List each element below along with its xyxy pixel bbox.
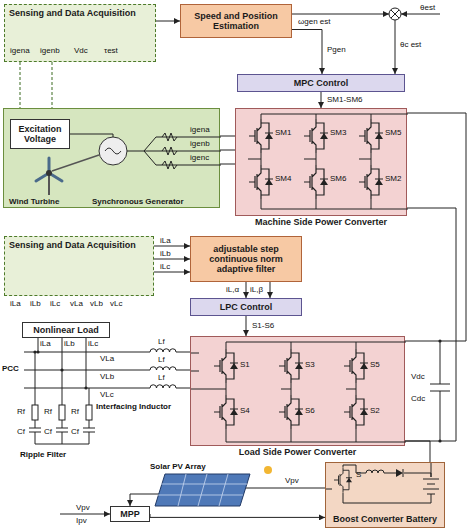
signal-label: θc est bbox=[400, 40, 421, 49]
converter-block: Load Side Power Converter bbox=[190, 336, 405, 446]
signal-label: Vpv bbox=[285, 476, 299, 485]
node-text: Nonlinear Load bbox=[33, 325, 99, 335]
signal-label: θest bbox=[420, 3, 435, 12]
connector bbox=[405, 113, 466, 341]
connector bbox=[154, 259, 190, 260]
node-text: Boost Converter Battery bbox=[333, 514, 437, 524]
signal-label: vLb bbox=[90, 299, 103, 308]
igbt-bridge-drawing bbox=[191, 337, 406, 447]
edge-label: SM1-SM6 bbox=[326, 95, 364, 104]
node-text: Speed and Position Estimation bbox=[184, 11, 288, 31]
signal-label: iLa bbox=[40, 339, 51, 348]
connector bbox=[246, 316, 247, 336]
switch-label: SM2 bbox=[385, 174, 401, 183]
signal-label: igenc bbox=[190, 153, 209, 162]
mpp-box: MPP bbox=[110, 506, 150, 522]
signal-label: Vdc bbox=[411, 372, 425, 381]
point-label: PCC bbox=[2, 364, 19, 373]
switch-label: S2 bbox=[370, 406, 380, 415]
switch-label: S1 bbox=[240, 360, 250, 369]
filter-box: adjustable step continuous norm adaptive… bbox=[190, 236, 302, 282]
component-label: Cf bbox=[71, 427, 79, 436]
signal-label: Ipv bbox=[76, 516, 87, 525]
component-label: Cdc bbox=[411, 394, 425, 403]
signal-label: igena bbox=[10, 46, 30, 55]
signal-label: iLb bbox=[64, 339, 75, 348]
switch-label: S bbox=[356, 470, 361, 479]
part-name: Solar PV Array bbox=[150, 462, 206, 471]
node-text: MPC Control bbox=[294, 78, 349, 88]
signal-label: Vpv bbox=[76, 503, 90, 512]
signal-label: igenb bbox=[40, 46, 60, 55]
connector bbox=[220, 150, 235, 151]
excitation-box: Excitation Voltage bbox=[10, 119, 70, 149]
signal-label: VLc bbox=[100, 390, 114, 399]
connector bbox=[405, 441, 430, 462]
estimator-box: Speed and Position Estimation bbox=[180, 4, 292, 38]
node-text: Load Side Power Converter bbox=[171, 447, 424, 457]
edge-label: S1-S6 bbox=[251, 321, 275, 330]
signal-label: iLb bbox=[30, 299, 41, 308]
connector bbox=[246, 282, 247, 298]
signal-label: iLc bbox=[88, 339, 98, 348]
part-name: Interfacing Inductor bbox=[96, 402, 171, 411]
signal-label: VLb bbox=[100, 372, 114, 381]
signal-label: iL,β bbox=[250, 285, 263, 294]
signal-label: iLa bbox=[160, 236, 171, 245]
part-name: Ripple Filter bbox=[20, 450, 66, 459]
controller-box: MPC Control bbox=[237, 74, 405, 92]
signal-label: iLc bbox=[50, 299, 60, 308]
connector bbox=[156, 21, 180, 22]
node-text: Sensing and Data Acquisition bbox=[9, 8, 151, 18]
signal-label: igenb bbox=[190, 139, 210, 148]
node-text: LPC Control bbox=[220, 302, 273, 312]
signal-label: ωgen est bbox=[298, 17, 331, 26]
switch-label: S4 bbox=[240, 406, 250, 415]
signal-label: Vdc bbox=[74, 46, 88, 55]
signal-label: vLa bbox=[70, 299, 83, 308]
sensing-block: Sensing and Data Acquisition bbox=[4, 236, 154, 296]
component-label: Lf bbox=[158, 337, 165, 346]
signal-label: iLb bbox=[160, 249, 171, 258]
signal-label: igena bbox=[190, 125, 210, 134]
switch-label: SM3 bbox=[330, 128, 346, 137]
node-text: Synchronous Generator bbox=[92, 197, 184, 206]
connector bbox=[321, 92, 322, 108]
component-label: Cf bbox=[17, 427, 25, 436]
switch-label: S5 bbox=[370, 360, 380, 369]
converter-block: Machine Side Power Converter bbox=[235, 108, 407, 216]
component-label: Cf bbox=[44, 427, 52, 436]
switch-label: SM6 bbox=[330, 174, 346, 183]
load-box: Nonlinear Load bbox=[22, 322, 110, 338]
node-text: Wind Turbine bbox=[9, 197, 59, 206]
igbt-bridge-drawing bbox=[236, 109, 408, 217]
signal-label: vLc bbox=[110, 299, 122, 308]
connector bbox=[150, 514, 325, 517]
switch-label: SM4 bbox=[275, 174, 291, 183]
node-text: Sensing and Data Acquisition bbox=[9, 240, 149, 250]
component-label: Rf bbox=[17, 407, 25, 416]
node-text: MPP bbox=[120, 509, 140, 519]
signal-label: VLa bbox=[100, 354, 114, 363]
signal-label: Pgen bbox=[327, 45, 346, 54]
component-label: Rf bbox=[71, 407, 79, 416]
switch-label: S6 bbox=[305, 406, 315, 415]
signal-label: iLa bbox=[10, 299, 21, 308]
controller-box: LPC Control bbox=[190, 298, 302, 316]
signal-label: iLc bbox=[160, 262, 170, 271]
component-label: Rf bbox=[44, 407, 52, 416]
node-text: adjustable step continuous norm adaptive… bbox=[194, 244, 298, 274]
signal-label: iL,α bbox=[226, 285, 239, 294]
signal-label: τest bbox=[104, 46, 118, 55]
component-label: Lf bbox=[158, 373, 165, 382]
node-text: Excitation Voltage bbox=[14, 124, 66, 144]
switch-label: SM1 bbox=[275, 128, 291, 137]
switch-label: S3 bbox=[305, 360, 315, 369]
generator-panel: Wind Turbine Synchronous Generator Excitat… bbox=[3, 108, 220, 208]
node-text: Machine Side Power Converter bbox=[216, 217, 426, 227]
connector bbox=[292, 30, 322, 75]
boost-battery-block: Boost Converter Battery bbox=[325, 462, 445, 528]
component-label: Lf bbox=[158, 355, 165, 364]
switch-label: SM5 bbox=[385, 128, 401, 137]
